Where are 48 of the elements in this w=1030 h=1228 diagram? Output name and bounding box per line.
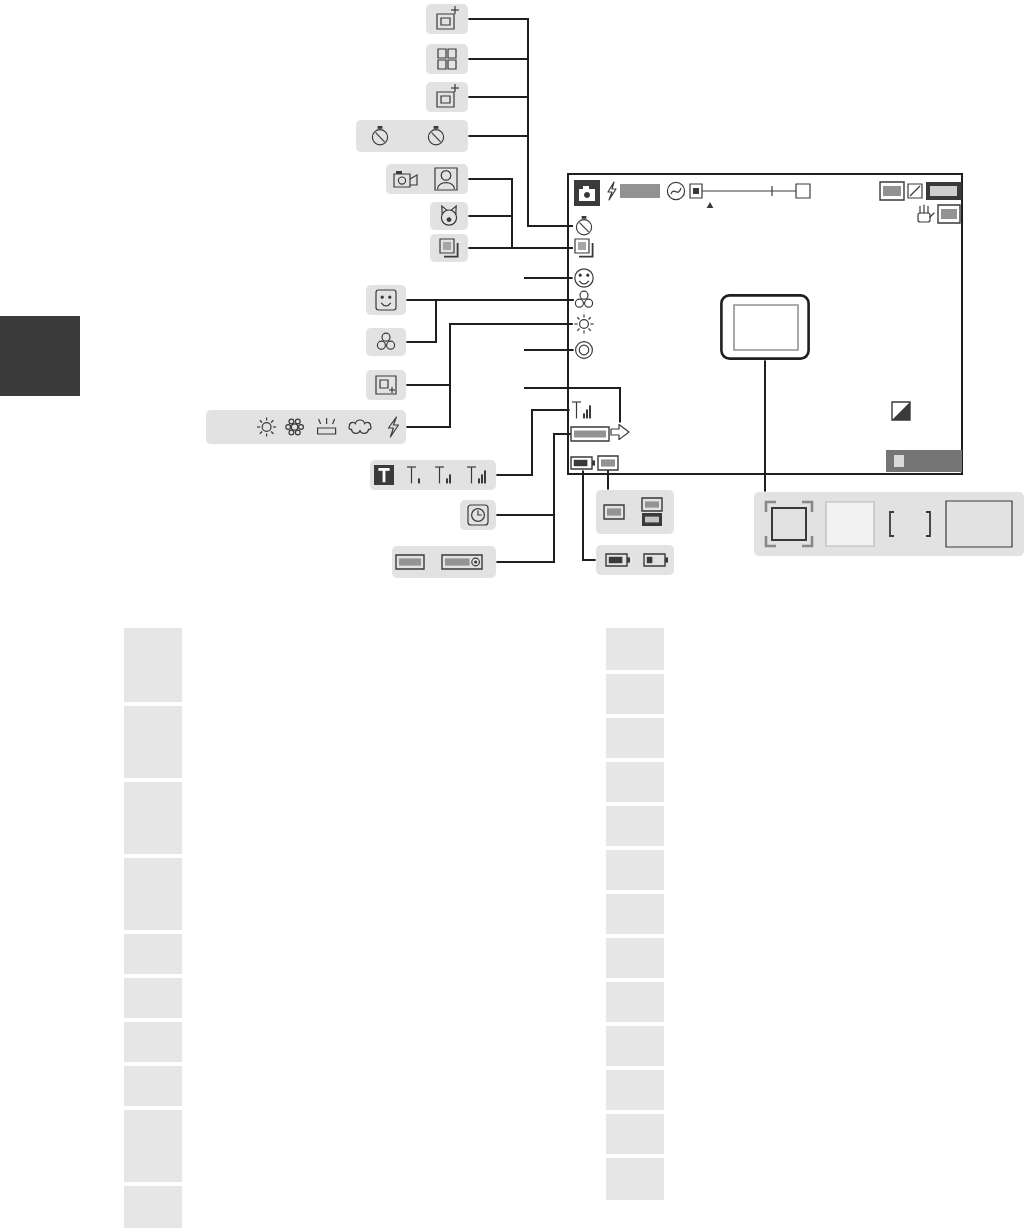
table-cell xyxy=(124,858,182,930)
table-cell xyxy=(124,628,182,702)
table-cell xyxy=(124,782,182,854)
table-cell xyxy=(606,674,664,714)
signal-icon xyxy=(571,401,591,419)
battery-icon xyxy=(570,456,595,470)
table-cell xyxy=(606,1026,664,1066)
table-cell xyxy=(606,628,664,670)
table-cell xyxy=(124,1022,182,1062)
table-cell xyxy=(124,978,182,1018)
table-cell xyxy=(606,938,664,978)
plate-icon xyxy=(570,426,610,442)
table-cell xyxy=(124,1110,182,1182)
table-cell xyxy=(606,982,664,1022)
leader-line xyxy=(523,387,621,424)
table-cell xyxy=(124,706,182,778)
sun-icon xyxy=(573,313,595,335)
table-cell xyxy=(606,850,664,890)
table-cell xyxy=(606,1070,664,1110)
table-cell xyxy=(606,806,664,846)
three-circles-icon xyxy=(574,290,594,308)
focus-frame xyxy=(720,294,810,360)
ring-icon xyxy=(575,341,593,359)
leader-line xyxy=(467,135,574,227)
timer-icon xyxy=(575,216,593,236)
table-cell xyxy=(124,1066,182,1106)
leader-line xyxy=(582,469,597,561)
leader-line xyxy=(523,349,575,351)
stacked-frames-icon xyxy=(574,238,594,258)
table-cell xyxy=(606,762,664,802)
smile-icon xyxy=(574,268,594,288)
table-cell xyxy=(124,1186,182,1228)
table-cell xyxy=(606,1158,664,1200)
leader-line xyxy=(405,323,574,428)
leader-line xyxy=(495,433,572,563)
monitor-screen xyxy=(567,173,963,475)
leader-line xyxy=(523,277,574,279)
table-cell xyxy=(606,894,664,934)
table-cell xyxy=(606,718,664,758)
leader-line xyxy=(764,359,766,493)
table-cell xyxy=(606,1114,664,1154)
leader-line xyxy=(607,469,609,491)
leader-line xyxy=(495,409,571,476)
leader-line xyxy=(467,247,574,249)
leader-line xyxy=(405,299,575,343)
arrow-icon xyxy=(610,423,630,441)
plate-icon xyxy=(597,455,619,471)
table-cell xyxy=(124,934,182,974)
